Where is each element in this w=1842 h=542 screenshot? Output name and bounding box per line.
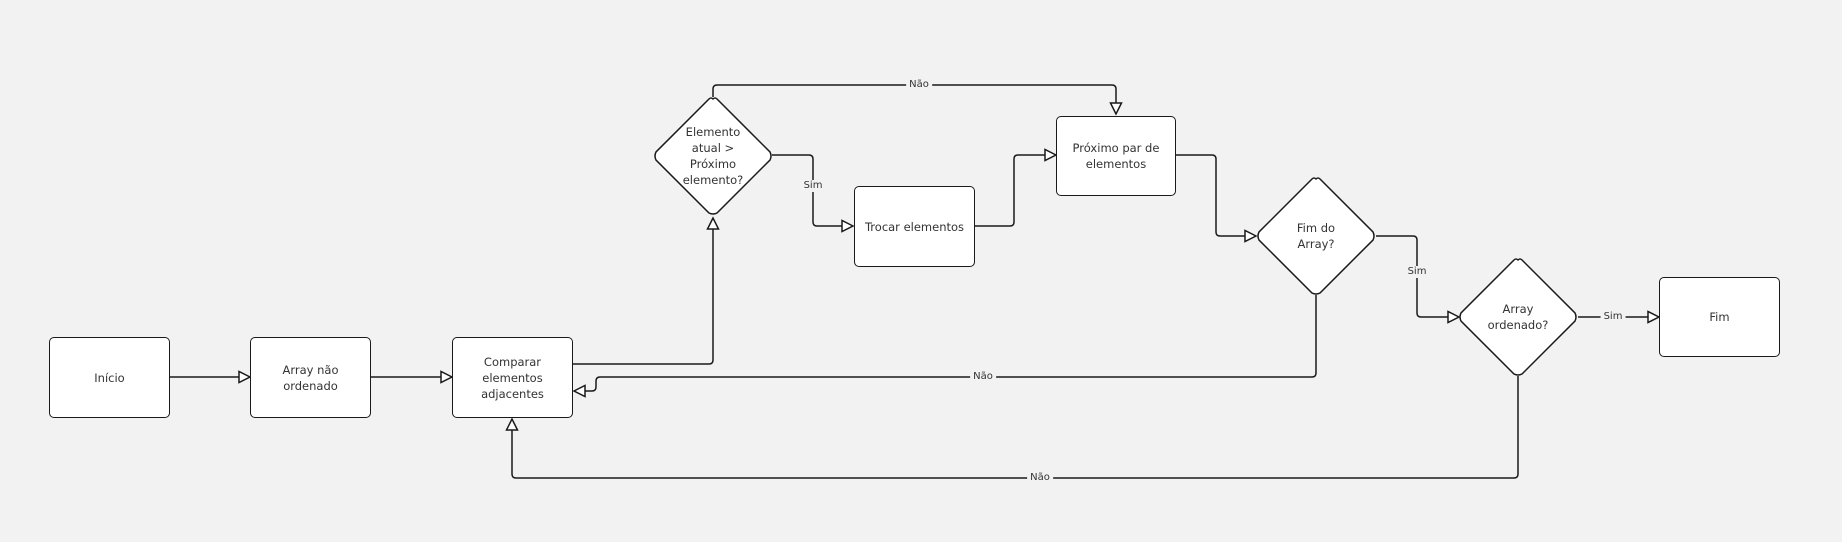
arrowhead — [841, 219, 855, 233]
edge-label-nao-middle: Não — [970, 371, 996, 383]
arrowhead — [706, 216, 720, 230]
node-label: Próximo par de elementos — [1072, 141, 1160, 171]
edge-ordenado-to-comparar — [511, 376, 1519, 479]
edge-proximo-to-fim-array — [1176, 154, 1245, 237]
edge-trocar-to-proximo — [975, 154, 1045, 227]
edge-label-sim-fim: Sim — [1600, 311, 1626, 323]
node-proximo-par[interactable]: Próximo par de elementos — [1056, 116, 1176, 196]
node-trocar-elementos[interactable]: Trocar elementos — [854, 186, 975, 267]
diamond-shape — [654, 97, 772, 215]
arrowhead — [1109, 102, 1123, 116]
diamond-shape — [1257, 177, 1375, 295]
node-decisao-fim-array[interactable]: Fim do Array? — [1257, 177, 1375, 295]
arrowhead — [1447, 310, 1461, 324]
node-fim[interactable]: Fim — [1659, 277, 1780, 357]
edge-fim-array-to-comparar — [585, 295, 1317, 392]
diamond-shape — [1459, 258, 1577, 376]
arrowhead — [1244, 229, 1258, 243]
edge-label-sim-ordenado: Sim — [1404, 266, 1430, 278]
edge-comparar-to-decisao — [573, 229, 714, 365]
node-label: Fim do Array? — [1296, 221, 1336, 251]
node-label: Fim — [1709, 310, 1730, 324]
edge-label-sim-trocar: Sim — [800, 180, 826, 192]
arrowhead — [1044, 148, 1058, 162]
edge-label-nao-top: Não — [906, 79, 932, 91]
node-decisao-array-ordenado[interactable]: Array ordenado? — [1459, 258, 1577, 376]
node-label: Array não ordenado — [282, 362, 339, 393]
node-label: Trocar elementos — [864, 219, 965, 234]
arrowhead — [238, 370, 252, 384]
node-decisao-elemento-maior[interactable]: Elemento atual > Próximo elemento? — [654, 97, 772, 215]
arrowhead — [505, 417, 519, 431]
node-comparar-elementos[interactable]: Comparar elementos adjacentes — [452, 337, 573, 418]
node-label: Comparar elementos adjacentes — [481, 354, 544, 401]
arrowhead — [572, 384, 586, 398]
edge-label-nao-bottom: Não — [1027, 472, 1053, 484]
node-array-nao-ordenado[interactable]: Array não ordenado — [250, 337, 371, 418]
arrowhead — [440, 370, 454, 384]
node-label: Elemento atual > Próximo elemento? — [682, 125, 744, 187]
node-label: Array ordenado? — [1487, 302, 1549, 332]
arrowhead — [1647, 310, 1661, 324]
node-inicio[interactable]: Início — [49, 337, 170, 418]
node-label: Início — [94, 370, 125, 385]
